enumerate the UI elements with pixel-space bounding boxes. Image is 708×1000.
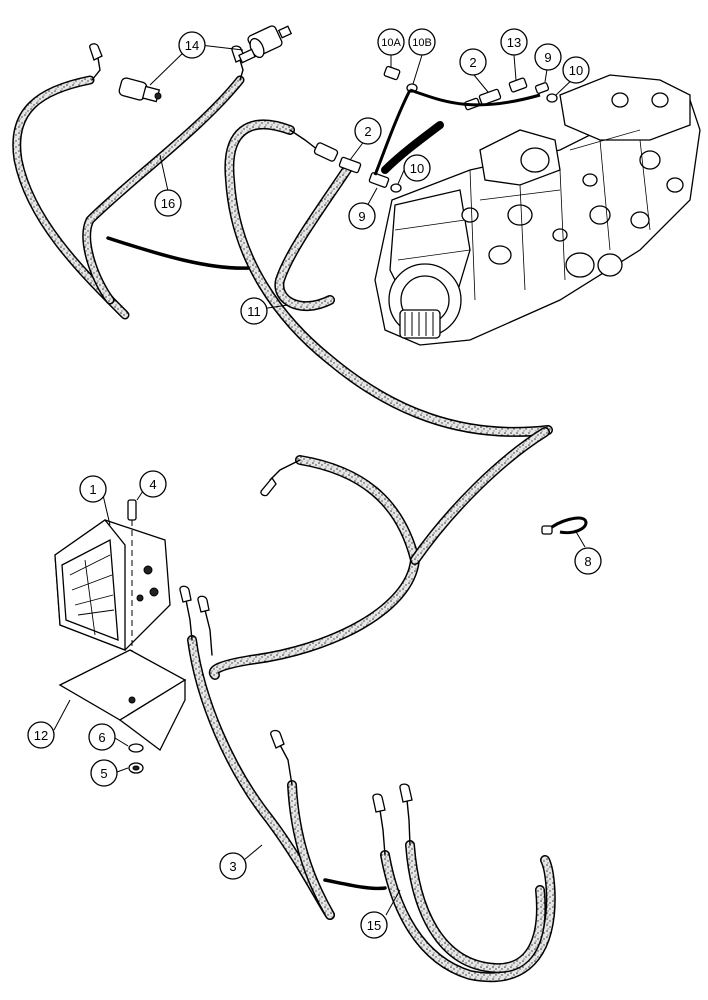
harness-11 <box>208 119 553 680</box>
hydraulic-pump-icon <box>374 74 701 346</box>
callout-5: 5 <box>90 759 118 787</box>
harness-16 <box>12 57 245 320</box>
washer-icon <box>128 743 144 774</box>
callout-label: 2 <box>364 124 371 139</box>
harness-3 <box>185 599 335 920</box>
callout-12: 12 <box>27 721 55 749</box>
callout-14: 14 <box>178 31 206 59</box>
callout-label: 4 <box>149 477 156 492</box>
callout-10A: 10A <box>377 28 405 56</box>
callout-10-top: 10 <box>562 56 590 84</box>
ring-terminal-icon <box>179 585 285 749</box>
callout-label: 10 <box>410 161 424 176</box>
ring-terminal-icon <box>89 43 246 63</box>
callout-3: 3 <box>219 852 247 880</box>
callout-label: 12 <box>34 728 48 743</box>
alarm-horn-icon <box>54 499 171 651</box>
callout-10-mid: 10 <box>403 154 431 182</box>
callout-label: 6 <box>98 730 105 745</box>
callout-label: 2 <box>469 55 476 70</box>
assembly-sweep-line <box>106 236 252 270</box>
callout-16: 16 <box>154 189 182 217</box>
callout-6: 6 <box>88 723 116 751</box>
callout-label: 9 <box>544 50 551 65</box>
pressure-switch-icon <box>118 25 293 103</box>
callout-15: 15 <box>360 911 388 939</box>
hydraulic-line <box>381 121 444 174</box>
bracket-icon <box>58 649 187 751</box>
callout-label: 3 <box>229 859 236 874</box>
callout-9-top: 9 <box>534 43 562 71</box>
callout-8: 8 <box>574 547 602 575</box>
ring-terminal-icon <box>260 476 277 497</box>
callout-9-mid: 9 <box>348 202 376 230</box>
callout-label: 5 <box>100 766 107 781</box>
callout-label: 15 <box>367 918 381 933</box>
callout-2-top: 2 <box>459 48 487 76</box>
callout-11: 11 <box>240 297 268 325</box>
callout-4: 4 <box>139 470 167 498</box>
hydraulic-line <box>373 89 412 176</box>
callout-1: 1 <box>79 475 107 503</box>
callout-label: 1 <box>89 482 96 497</box>
harness-15 <box>379 799 556 983</box>
callout-10B: 10B <box>408 28 436 56</box>
callout-label: 14 <box>185 38 199 53</box>
callout-label: 13 <box>507 35 521 50</box>
fitting-icon <box>313 65 558 193</box>
ring-terminal-icon <box>372 783 413 813</box>
callout-label: 11 <box>247 304 261 319</box>
cable-tie-icon <box>541 516 588 535</box>
hydraulic-line <box>409 88 541 107</box>
callout-label: 10A <box>381 37 401 49</box>
assembly-sweep-line <box>323 878 387 891</box>
callout-label: 10 <box>569 63 583 78</box>
callout-2-mid: 2 <box>354 117 382 145</box>
callout-label: 9 <box>358 209 365 224</box>
callout-label: 8 <box>584 554 591 569</box>
callout-13: 13 <box>500 28 528 56</box>
callout-label: 10B <box>412 37 432 49</box>
callout-label: 16 <box>161 196 175 211</box>
